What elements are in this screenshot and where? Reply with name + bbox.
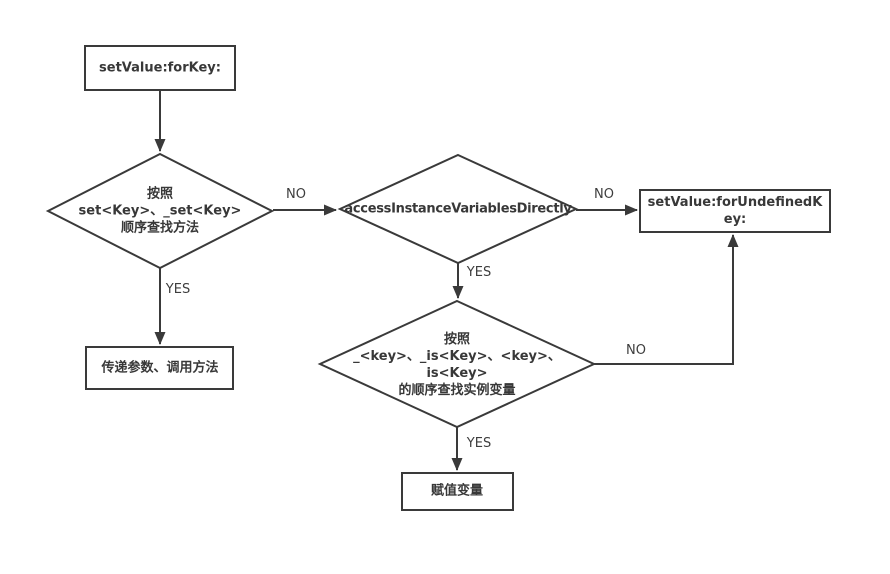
- node-setvalue-forkey-shape: [84, 45, 236, 91]
- node-access-instance-variables-shape: [337, 153, 579, 265]
- node-assign-variable-shape: [401, 472, 514, 511]
- edge-ivar-no-to-undefined-key: [594, 234, 739, 365]
- node-setvalue-forundefinedkey-shape: [639, 189, 831, 233]
- node-find-instance-variable-shape: [317, 299, 597, 429]
- node-pass-args-call-method-shape: [85, 346, 234, 390]
- node-find-setter-method-shape: [45, 152, 275, 270]
